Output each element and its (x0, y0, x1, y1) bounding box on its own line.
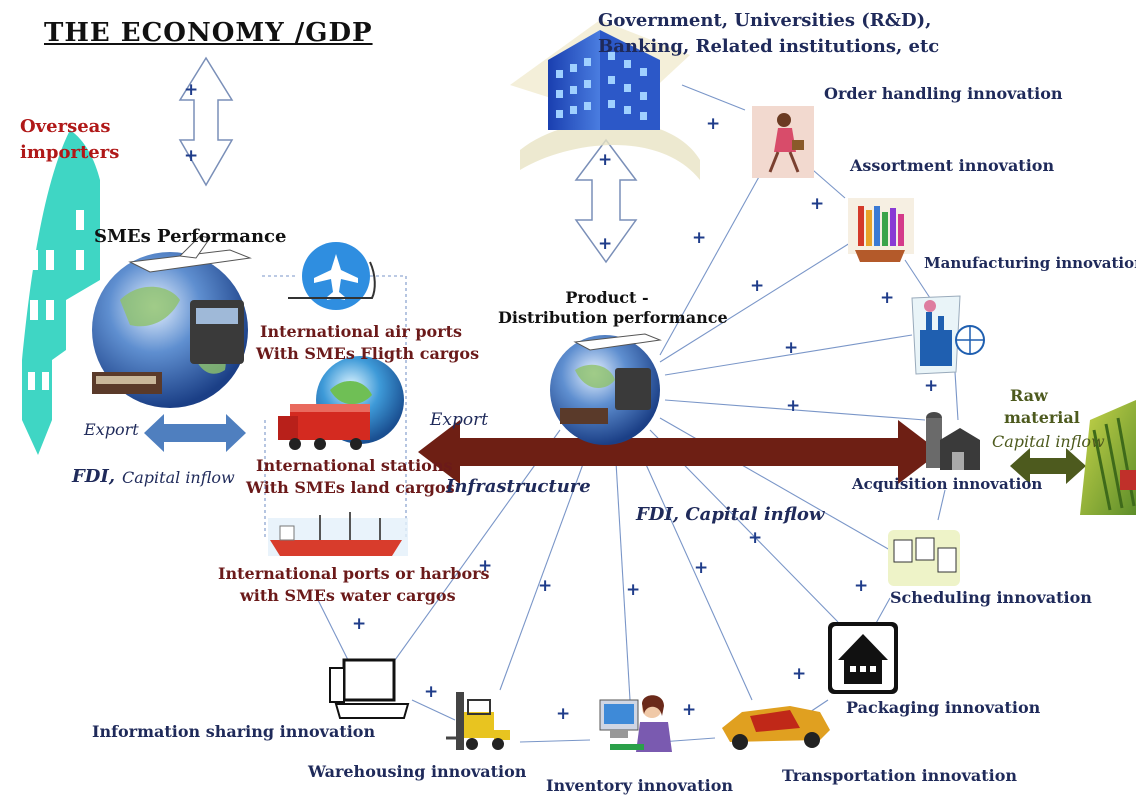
infrastructure-label: Infrastructure (446, 476, 591, 497)
plus-sign: + (786, 396, 801, 416)
plus-sign: + (556, 704, 571, 724)
product-distribution-line1: Product - (565, 288, 649, 307)
assortment-graphic (848, 198, 914, 262)
air-ports-label-line2: With SMEs Fligth cargos (256, 344, 480, 363)
export-left-arrow (144, 414, 246, 452)
distribution-globe-graphic (550, 333, 662, 445)
airport-icon (288, 242, 376, 310)
capital-right-arrow (1010, 448, 1086, 484)
scheduling-graphic (888, 530, 960, 586)
acquisition-graphic (926, 412, 980, 470)
plus-sign: + (352, 614, 367, 634)
product-distribution-line2: Distribution performance (498, 308, 728, 327)
warehousing-graphic (446, 692, 510, 750)
truck-globe-graphic (278, 356, 404, 450)
overseas-label-line1: Overseas (20, 116, 111, 137)
assortment-label: Assortment innovation (850, 156, 1055, 175)
plus-sign: + (538, 576, 553, 596)
manufacturing-graphic (911, 295, 985, 375)
plus-sign: + (626, 580, 641, 600)
institutions-label-line1: Government, Universities (R&D), (598, 10, 932, 31)
smes-performance-label: SMEs Performance (94, 226, 287, 247)
export-left-label: Export (84, 420, 139, 439)
information-sharing-graphic (329, 658, 410, 719)
institutions-label-line2: Banking, Related institutions, etc (598, 36, 940, 57)
order-handling-graphic (752, 106, 814, 178)
overseas-building-graphic (22, 130, 100, 455)
transportation-graphic (722, 706, 830, 750)
plus-sign: + (598, 150, 613, 170)
gdp-double-arrow (178, 56, 234, 187)
stations-label-line2: With SMEs land cargos (246, 478, 455, 497)
plus-sign: + (184, 146, 199, 166)
plus-sign: + (792, 664, 807, 684)
warehousing-label: Warehousing innovation (308, 762, 527, 781)
plus-sign: + (184, 80, 199, 100)
plus-sign: + (424, 682, 439, 702)
capital-inflow-right-label: Capital inflow (992, 432, 1105, 451)
plus-sign: + (750, 276, 765, 296)
plus-sign: + (682, 700, 697, 720)
fdi-left-label: FDI, (72, 466, 116, 487)
raw-material-graphic (1080, 400, 1136, 515)
acquisition-label: Acquisition innovation (852, 475, 1043, 493)
capital-inflow-left-label: Capital inflow (122, 468, 235, 487)
plus-sign: + (924, 376, 939, 396)
harbors-label-line1: International ports or harbors (218, 564, 490, 583)
harbor-ship-graphic (268, 512, 408, 556)
institutions-building-graphic (510, 20, 700, 180)
inventory-label: Inventory innovation (546, 776, 734, 795)
page-title: THE ECONOMY /GDP (44, 18, 373, 48)
infrastructure-main-arrow (418, 420, 940, 484)
inventory-graphic (599, 695, 672, 752)
packaging-label: Packaging innovation (846, 698, 1041, 717)
plus-sign: + (854, 576, 869, 596)
plus-sign: + (598, 234, 613, 254)
raw-material-line1: Raw (1010, 386, 1048, 405)
export-main-label: Export (430, 410, 489, 430)
plus-sign: + (694, 558, 709, 578)
order-handling-label: Order handling innovation (824, 84, 1063, 103)
raw-material-line2: material (1004, 408, 1080, 427)
transportation-label: Transportation innovation (782, 766, 1018, 785)
plus-sign: + (784, 338, 799, 358)
institutions-double-arrow (574, 138, 638, 264)
air-ports-label-line1: International air ports (260, 322, 463, 341)
plus-sign: + (748, 528, 763, 548)
harbors-label-line2: with SMEs water cargos (240, 586, 456, 605)
manufacturing-label: Manufacturing innovation (924, 254, 1136, 272)
plus-sign: + (692, 228, 707, 248)
smes-globe-graphic (92, 235, 252, 408)
fdi-main-label: FDI, Capital inflow (636, 504, 825, 525)
plus-sign: + (478, 556, 493, 576)
overseas-label-line2: importers (20, 142, 120, 163)
stations-label-line1: International stations (256, 456, 453, 475)
information-sharing-label: Information sharing innovation (92, 722, 376, 741)
plus-sign: + (706, 114, 721, 134)
scheduling-label: Scheduling innovation (890, 588, 1092, 607)
plus-sign: + (880, 288, 895, 308)
packaging-graphic (828, 622, 898, 694)
plus-sign: + (810, 194, 825, 214)
